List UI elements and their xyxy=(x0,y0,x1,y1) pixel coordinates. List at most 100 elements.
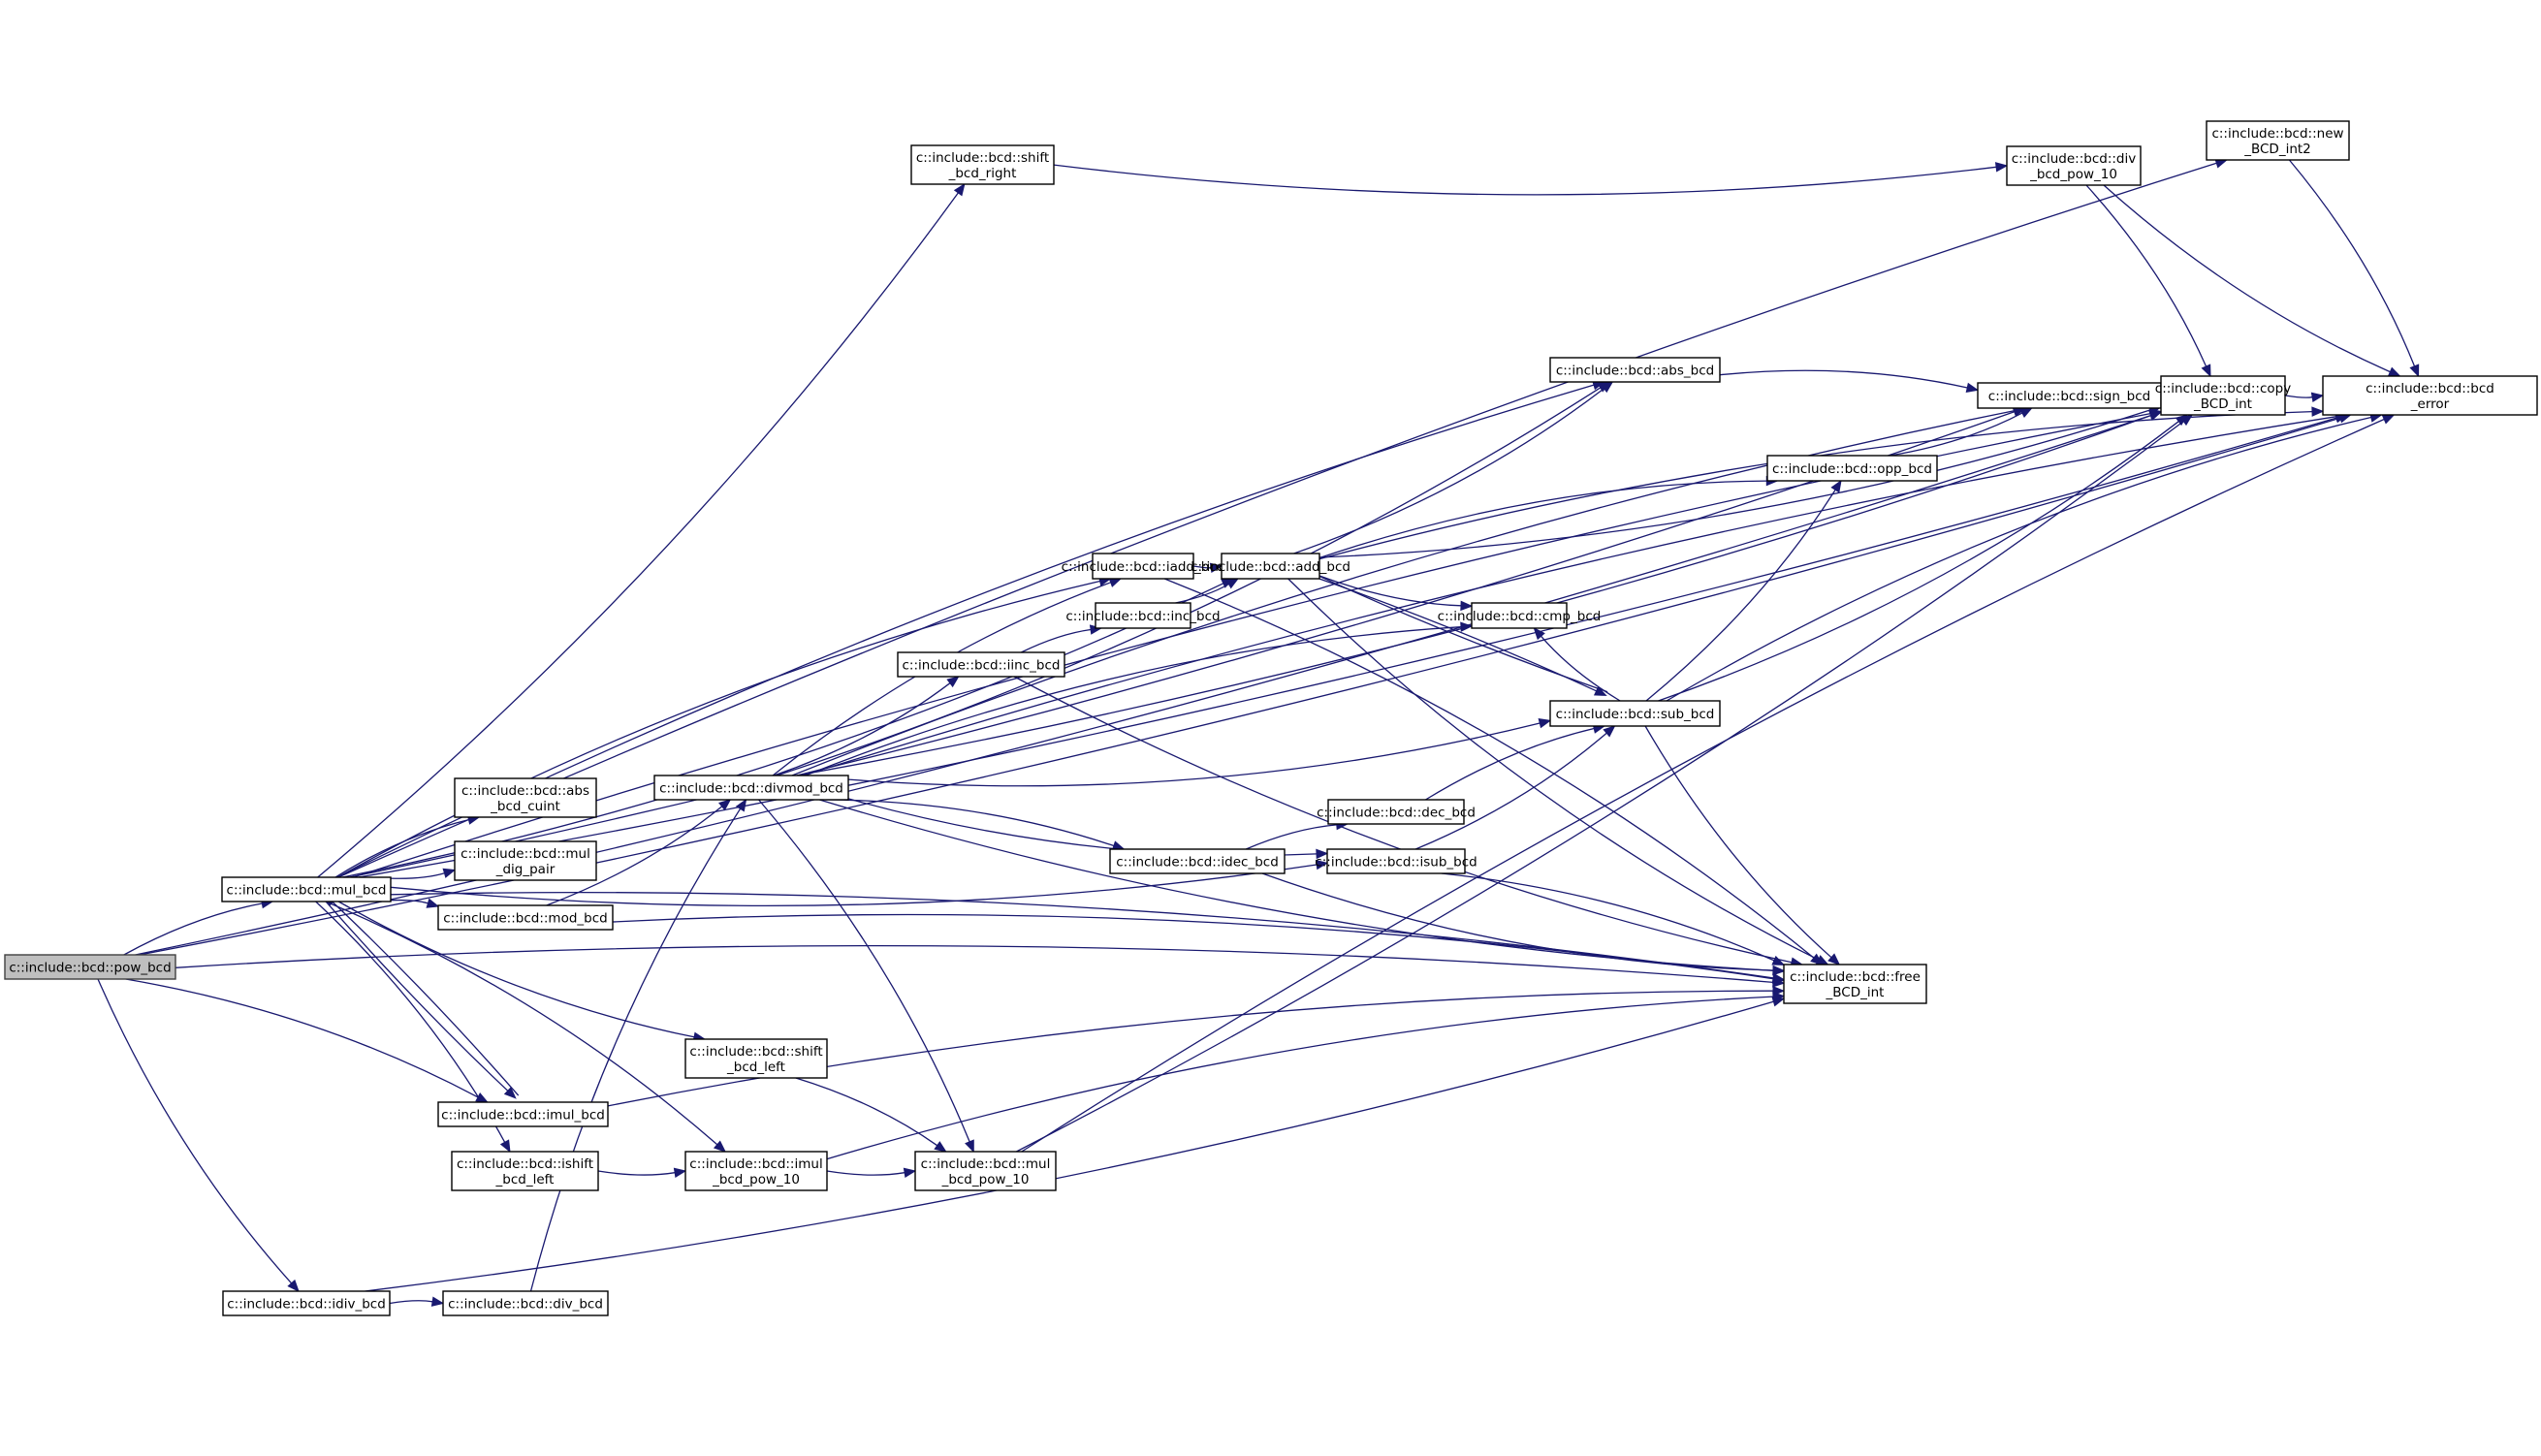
edge-pow_bcd-to-idiv_bcd xyxy=(97,978,293,1284)
node-imul-bcd[interactable]: c::include::bcd::imul_bcd xyxy=(437,1101,609,1127)
edges-layer xyxy=(97,158,2420,1307)
arrowhead-opp_bcd-to-sign_bcd xyxy=(2019,407,2033,418)
edge-ishift_bcd_left-to-imul_bcd_pow_10 xyxy=(597,1170,676,1176)
node-mod-bcd[interactable]: c::include::bcd::mod_bcd xyxy=(437,904,614,931)
node-sign-bcd[interactable]: c::include::bcd::sign_bcd xyxy=(1977,382,2162,409)
node-label: c::include::bcd::iinc_bcd xyxy=(903,658,1061,674)
edge-sub_bcd-to-free_BCD_int xyxy=(1644,725,1832,959)
arrowhead-mul_bcd-to-shift_bcd_right xyxy=(953,182,966,197)
node-box xyxy=(910,144,1055,185)
node-label: _BCD_int2 xyxy=(2243,142,2311,157)
node-div-bcd[interactable]: c::include::bcd::div_bcd xyxy=(442,1290,609,1316)
node-idiv-bcd[interactable]: c::include::bcd::idiv_bcd xyxy=(222,1290,391,1316)
node-label: c::include::bcd::abs_bcd xyxy=(1556,364,1714,379)
edge-dec_bcd-to-sub_bcd xyxy=(1425,727,1595,801)
edge-idiv_bcd-to-div_bcd xyxy=(389,1300,433,1305)
arrowhead-mul_bcd-to-imul_bcd xyxy=(503,1087,517,1099)
node-box xyxy=(2322,375,2538,416)
node-copy-BCD-int[interactable]: c::include::bcd::copy_BCD_int xyxy=(2155,375,2291,416)
node-opp-bcd[interactable]: c::include::bcd::opp_bcd xyxy=(1766,455,1938,482)
edge-mul_bcd-to-shift_bcd_right xyxy=(317,192,959,878)
node-box xyxy=(454,777,597,818)
node-label: c::include::bcd::isub_bcd xyxy=(1315,855,1477,870)
node-box xyxy=(1327,799,1465,825)
arrowhead-isub_bcd-to-sub_bcd xyxy=(1603,725,1616,738)
edge-div_bcd_pow_10-to-bcd_error xyxy=(2103,184,2391,373)
node-mul-dig-pair[interactable]: c::include::bcd::mul_dig_pair xyxy=(454,840,597,881)
arrowhead-ishift_bcd_left-to-imul_bcd_pow_10 xyxy=(673,1167,687,1178)
arrowhead-sub_bcd-to-cmp_bcd xyxy=(1533,626,1545,641)
edge-mod_bcd-to-free_BCD_int xyxy=(612,913,1774,980)
node-label: c::include::bcd::imul_bcd xyxy=(441,1108,605,1124)
node-abs-bcd[interactable]: c::include::bcd::abs_bcd xyxy=(1549,357,1721,383)
edge-pow_bcd-to-imul_bcd xyxy=(125,978,479,1098)
edge-sub_bcd-to-add_bcd xyxy=(1315,573,1608,693)
arrowhead-sub_bcd-to-copy_BCD_int xyxy=(2175,414,2189,427)
node-iinc-bcd[interactable]: c::include::bcd::iinc_bcd xyxy=(897,651,1065,678)
node-box xyxy=(1471,602,1568,629)
edge-add_bcd-to-opp_bcd xyxy=(1318,480,1767,559)
node-inc-bcd[interactable]: c::include::bcd::inc_bcd xyxy=(1065,602,1221,629)
node-box xyxy=(454,840,597,881)
arrowhead-mod_bcd-to-free_BCD_int xyxy=(1771,973,1786,984)
node-label: _dig_pair xyxy=(495,862,556,877)
node-label: c::include::bcd::dec_bcd xyxy=(1317,806,1476,821)
edge-sub_bcd-to-bcd_error xyxy=(1666,416,2371,702)
node-shift-bcd-left[interactable]: c::include::bcd::shift_bcd_left xyxy=(684,1038,828,1079)
edge-divmod_bcd-to-bcd_error xyxy=(803,416,2337,776)
edge-new_BCD_int2-to-bcd_error xyxy=(2288,159,2416,367)
edge-sub_bcd-to-copy_BCD_int xyxy=(1658,421,2179,702)
arrowhead-divmod_bcd-to-copy_BCD_int xyxy=(2148,410,2163,421)
node-label: _bcd_pow_10 xyxy=(2029,167,2117,182)
node-add-bcd[interactable]: c::include::bcd::add_bcd xyxy=(1191,553,1350,580)
node-mul-bcd[interactable]: c::include::bcd::mul_bcd xyxy=(221,876,392,902)
node-label: c::include::bcd::idiv_bcd xyxy=(227,1297,386,1313)
node-box xyxy=(1549,700,1721,727)
edge-idiv_bcd-to-free_BCD_int xyxy=(365,1000,1774,1292)
arrowhead-divmod_bcd-to-sub_bcd xyxy=(1538,718,1552,729)
edge-divmod_bcd-to-mul_bcd_pow_10 xyxy=(758,799,970,1143)
edge-abs_bcd-to-sign_bcd xyxy=(1719,369,1968,389)
node-box xyxy=(1977,382,2162,409)
node-mul-bcd-pow-10[interactable]: c::include::bcd::mul_bcd_pow_10 xyxy=(914,1151,1057,1191)
node-free-BCD-int[interactable]: c::include::bcd::free_BCD_int xyxy=(1783,964,1927,1004)
node-idec-bcd[interactable]: c::include::bcd::idec_bcd xyxy=(1109,848,1286,874)
node-box xyxy=(1326,848,1466,874)
edge-iinc_bcd-to-inc_bcd xyxy=(1021,628,1092,653)
node-ishift-bcd-left[interactable]: c::include::bcd::ishift_bcd_left xyxy=(451,1151,599,1191)
node-abs-bcd-cuint[interactable]: c::include::bcd::abs_bcd_cuint xyxy=(454,777,597,818)
edge-mod_bcd-to-divmod_bcd xyxy=(546,806,723,906)
node-box xyxy=(442,1290,609,1316)
edge-imul_bcd-to-mul_bcd xyxy=(332,902,520,1096)
edge-iinc_bcd-to-free_BCD_int xyxy=(1013,676,1793,964)
edge-mul_bcd-to-bcd_error xyxy=(358,417,2337,878)
node-label: c::include::bcd::cmp_bcd xyxy=(1438,609,1602,624)
edge-pow_bcd-to-mul_bcd xyxy=(123,902,263,956)
node-cmp-bcd[interactable]: c::include::bcd::cmp_bcd xyxy=(1438,602,1602,629)
edge-imul_bcd_pow_10-to-mul_bcd_pow_10 xyxy=(826,1170,905,1176)
edge-inc_bcd-to-add_bcd xyxy=(1175,583,1229,604)
arrowhead-pow_bcd-to-imul_bcd xyxy=(475,1092,489,1103)
node-imul-bcd-pow-10[interactable]: c::include::bcd::imul_bcd_pow_10 xyxy=(684,1151,828,1191)
node-label: _error xyxy=(2410,396,2450,412)
node-box xyxy=(1221,553,1320,580)
edge-iadd_bcd-to-free_BCD_int xyxy=(1163,578,1815,959)
node-box xyxy=(2006,145,2142,186)
node-pow-bcd[interactable]: c::include::bcd::pow_bcd xyxy=(4,954,176,980)
node-box xyxy=(897,651,1065,678)
edge-idec_bcd-to-dec_bcd xyxy=(1245,824,1337,850)
node-div-bcd-pow-10[interactable]: c::include::bcd::div_bcd_pow_10 xyxy=(2006,145,2142,186)
node-isub-bcd[interactable]: c::include::bcd::isub_bcd xyxy=(1315,848,1477,874)
node-iadd-bcd[interactable]: c::include::bcd::iadd_bcd xyxy=(1062,553,1225,580)
node-sub-bcd[interactable]: c::include::bcd::sub_bcd xyxy=(1549,700,1721,727)
node-shift-bcd-right[interactable]: c::include::bcd::shift_bcd_right xyxy=(910,144,1055,185)
node-dec-bcd[interactable]: c::include::bcd::dec_bcd xyxy=(1317,799,1476,825)
node-new-BCD-int2[interactable]: c::include::bcd::new_BCD_int2 xyxy=(2206,120,2350,161)
node-bcd-error[interactable]: c::include::bcd::bcd_error xyxy=(2322,375,2538,416)
node-divmod-bcd[interactable]: c::include::bcd::divmod_bcd xyxy=(653,775,849,801)
edge-mul_bcd_pow_10-to-bcd_error xyxy=(1021,418,2385,1153)
arrowhead-sub_bcd-to-free_BCD_int xyxy=(1827,953,1841,965)
node-label: c::include::bcd::sign_bcd xyxy=(1988,389,2150,404)
edge-divmod_bcd-to-cmp_bcd xyxy=(805,626,1462,776)
node-label: c::include::bcd::idec_bcd xyxy=(1116,855,1279,870)
